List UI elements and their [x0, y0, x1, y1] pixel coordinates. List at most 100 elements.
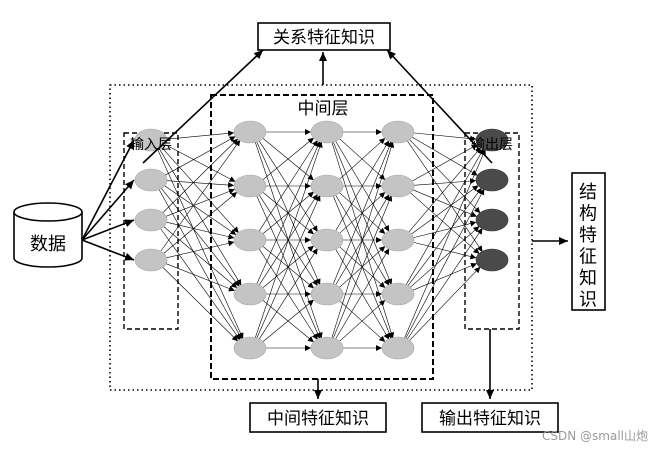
node-layer0-1: [134, 168, 168, 192]
output-to-relation-arrow: [386, 49, 493, 164]
hidden-layer-frame: [210, 94, 434, 380]
node-layer4-1: [475, 168, 509, 192]
connection-2-1-2: [337, 191, 386, 235]
connection-0-0-3: [158, 147, 242, 286]
connection-0-1-0: [163, 136, 236, 177]
node-layer3-2: [381, 228, 415, 252]
connection-0-3-4: [161, 265, 239, 342]
connection-2-1-4: [332, 194, 393, 339]
connection-0-0-1: [163, 143, 236, 183]
node-layer4-2: [475, 208, 509, 232]
connection-3-0-0: [411, 132, 477, 142]
output-knowledge-label: 输出特征知识: [439, 409, 541, 429]
connection-2-4-2: [334, 248, 390, 341]
connection-0-2-0: [161, 138, 239, 215]
connection-2-3-0: [332, 141, 393, 286]
connection-3-1-1: [411, 178, 477, 186]
connection-3-1-0: [410, 144, 478, 183]
node-layer3-4: [381, 336, 415, 360]
connection-2-1-3: [334, 193, 390, 286]
connection-0-3-0: [159, 139, 241, 254]
connection-1-4-1: [255, 194, 321, 340]
node-layer0-2: [134, 208, 168, 232]
connection-0-3-2: [164, 240, 235, 259]
connection-0-2-2: [164, 221, 235, 240]
connection-0-3-1: [162, 191, 238, 255]
hidden-layer-label: 中间层: [298, 99, 349, 119]
node-layer4-3: [475, 248, 509, 272]
node-layer4-0: [475, 128, 509, 152]
relation-knowledge-box: [257, 22, 391, 51]
node-layer2-3: [310, 282, 344, 306]
outer-network-frame: [109, 84, 533, 391]
connection-0-1-3: [159, 186, 240, 287]
data-arrow-2: [81, 219, 135, 241]
connection-2-3-2: [337, 245, 386, 289]
data-arrow-0: [81, 139, 135, 241]
network-nodes: [134, 120, 509, 360]
connection-3-2-1: [409, 185, 479, 236]
connection-2-4-3: [337, 299, 386, 343]
intermediate-knowledge-label: 中间特征知识: [267, 409, 369, 429]
connection-3-3-1: [406, 187, 483, 288]
connection-1-2-1: [261, 191, 315, 236]
connection-1-1-4: [255, 194, 321, 340]
connection-0-1-1: [164, 180, 235, 188]
connection-2-2-4: [334, 247, 390, 340]
node-layer2-2: [310, 228, 344, 252]
connection-0-0-4: [156, 148, 244, 340]
connection-1-3-2: [261, 245, 315, 290]
connection-0-1-2: [162, 184, 237, 236]
connection-2-4-1: [332, 195, 393, 340]
connection-3-3-2: [408, 225, 480, 289]
connection-3-2-0: [407, 147, 482, 234]
connection-3-4-1: [404, 188, 485, 341]
data-arrow-3: [81, 239, 135, 261]
connection-2-0-1: [337, 137, 386, 181]
connection-0-2-4: [159, 226, 241, 341]
structure-knowledge-box: [571, 172, 606, 311]
connection-3-3-0: [405, 148, 484, 287]
hidden-layer-label-bg: [292, 97, 354, 119]
node-layer3-0: [381, 120, 415, 144]
connection-3-2-3: [411, 241, 477, 260]
connection-2-0-3: [332, 140, 393, 285]
connection-3-4-3: [408, 266, 481, 343]
node-layer1-2: [233, 228, 267, 252]
node-layer2-4: [310, 336, 344, 360]
layer-connections: [156, 129, 486, 351]
connection-1-0-2: [257, 139, 318, 233]
connection-1-3-0: [255, 140, 321, 286]
watermark: CSDN @small山炮: [542, 429, 648, 443]
connection-0-3-3: [164, 262, 235, 292]
node-layer1-0: [233, 120, 267, 144]
connection-3-4-2: [406, 227, 483, 341]
connection-1-2-0: [257, 139, 318, 233]
output-knowledge-box: [421, 402, 559, 433]
connection-3-2-2: [411, 220, 477, 239]
data-arrow-1: [81, 179, 135, 241]
connection-1-4-2: [257, 247, 318, 341]
connection-1-4-3: [261, 299, 315, 344]
data-to-input-arrows: [81, 139, 135, 261]
input-layer-label: 输入层: [130, 137, 172, 153]
connection-0-1-4: [157, 187, 243, 340]
connection-3-3-3: [411, 262, 478, 292]
connection-3-4-0: [403, 148, 486, 340]
node-layer1-1: [233, 174, 267, 198]
connection-0-0-0: [164, 130, 235, 140]
connection-2-1-0: [337, 137, 386, 181]
relation-knowledge-label: 关系特征知识: [273, 28, 375, 48]
data-cylinder: 数据: [13, 202, 83, 268]
connection-1-2-4: [257, 247, 318, 341]
structure-knowledge-label: 结构特征知识: [579, 182, 597, 311]
connection-1-0-1: [261, 136, 315, 181]
connection-1-2-3: [261, 244, 315, 289]
connection-1-1-3: [257, 193, 318, 287]
connection-0-2-1: [164, 188, 235, 218]
connection-1-0-3: [255, 140, 321, 286]
connection-3-1-2: [411, 188, 478, 218]
connection-3-0-2: [408, 137, 481, 214]
node-layer2-0: [310, 120, 344, 144]
output-layer-label: 输出层: [471, 137, 513, 153]
